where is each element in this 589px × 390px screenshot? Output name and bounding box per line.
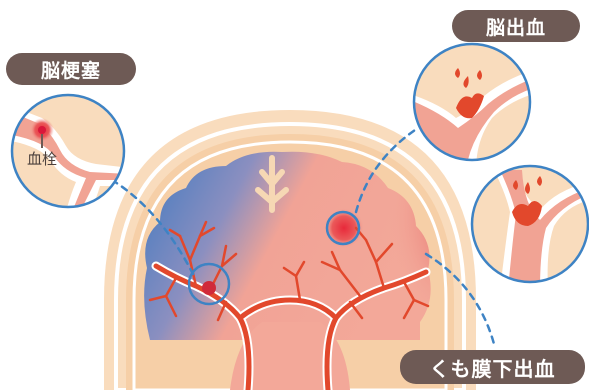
callout-infarction: 血栓	[6, 95, 130, 212]
thrombus-label: 血栓	[27, 150, 57, 168]
subarachnoid-hemorrhage-label: くも膜下出血	[400, 350, 585, 384]
cerebral-hemorrhage-label: 脳出血	[452, 10, 580, 42]
callout-hemorrhage	[410, 44, 540, 170]
cerebral-infarction-label: 脳梗塞	[6, 53, 136, 85]
callout-hemorrhage-2	[472, 166, 589, 290]
